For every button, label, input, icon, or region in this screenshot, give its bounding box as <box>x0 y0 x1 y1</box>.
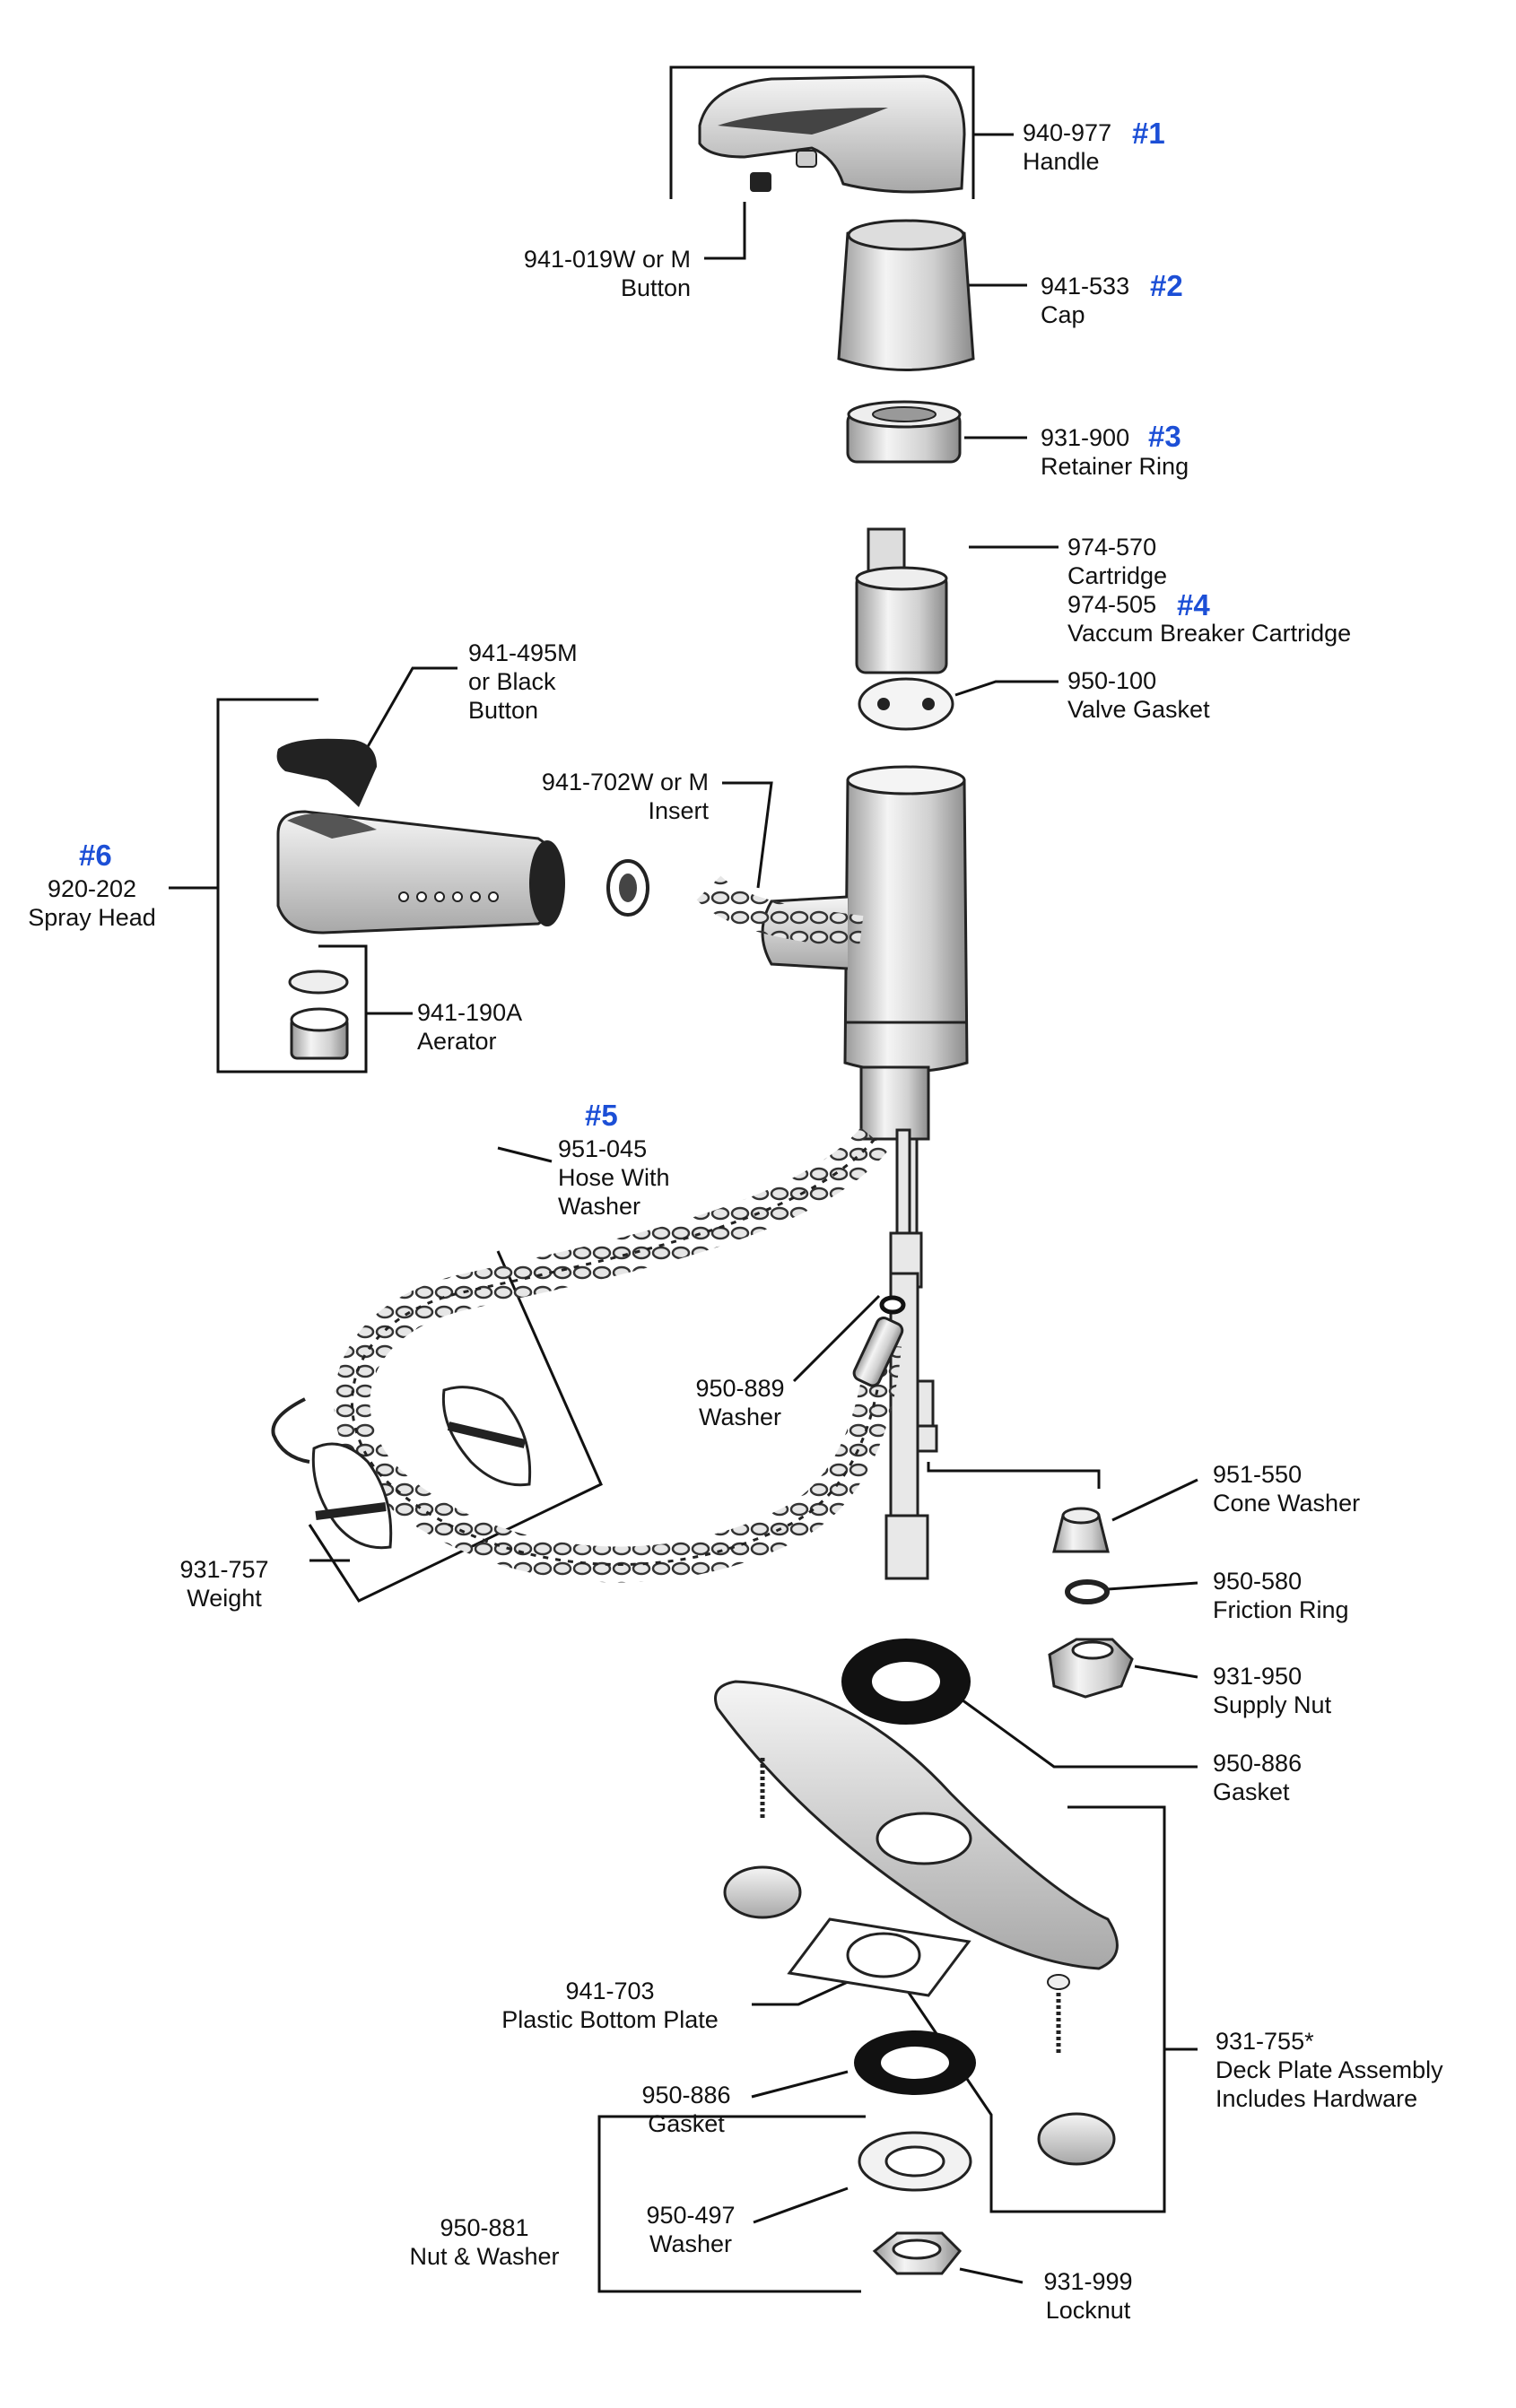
spray-button-line2: or Black <box>468 668 556 695</box>
label-weight: 931-757 Weight <box>152 1555 296 1613</box>
aerator-number: 941-190A <box>417 999 523 1026</box>
callout-2: #2 <box>1150 269 1183 302</box>
washer-bottom-number: 950-497 <box>646 2202 736 2229</box>
bottom-plate-name: Plastic Bottom Plate <box>501 2006 719 2033</box>
valve-gasket-part <box>858 677 954 731</box>
faucet-body-part <box>761 765 969 1141</box>
label-washer-bottom: 950-497 Washer <box>632 2201 749 2258</box>
weight-part <box>271 1386 532 1550</box>
label-button-top: 941-019W or M Button <box>502 245 691 302</box>
deck-plate-part <box>714 1680 1119 2054</box>
insert-name: Insert <box>648 797 709 824</box>
nut-washer-number: 950-881 <box>440 2214 529 2241</box>
cap-name: Cap <box>1041 301 1085 328</box>
spray-head-bracket <box>216 698 318 1074</box>
cone-washer-name: Cone Washer <box>1213 1490 1361 1517</box>
hose-number: 951-045 <box>558 1135 648 1162</box>
washer-bottom-name: Washer <box>649 2230 733 2257</box>
label-locknut: 931-999 Locknut <box>1030 2267 1146 2325</box>
callout-1: #1 <box>1132 117 1165 150</box>
spray-button-part <box>276 738 377 807</box>
handle-part <box>698 74 966 194</box>
cone-washer-number: 951-550 <box>1213 1461 1303 1488</box>
gasket-top-number: 950-886 <box>1213 1750 1303 1777</box>
supply-nut-part <box>1048 1638 1134 1699</box>
handle-number: 940-977 <box>1023 119 1112 146</box>
callout-5: #5 <box>585 1099 618 1132</box>
spray-button-number: 941-495M <box>468 639 578 666</box>
locknut-part <box>872 2231 963 2275</box>
cartridge-number: 974-570 <box>1067 534 1157 561</box>
gasket-bottom-name: Gasket <box>648 2110 725 2137</box>
button-top-name: Button <box>620 274 691 301</box>
cartridge-name2: Vaccum Breaker Cartridge <box>1067 620 1352 647</box>
spray-head-number: 920-202 <box>47 875 137 902</box>
label-friction-ring: 950-580 Friction Ring <box>1213 1567 1349 1624</box>
callout-4: #4 <box>1177 588 1210 622</box>
callout-3: #3 <box>1148 420 1181 453</box>
label-spray-head: 920-202 Spray Head <box>13 874 170 932</box>
handle-name: Handle <box>1023 148 1100 175</box>
callout-6: #6 <box>79 839 112 872</box>
hose-washer-number: 950-889 <box>695 1375 785 1402</box>
friction-ring-name: Friction Ring <box>1213 1596 1349 1623</box>
insert-number: 941-702W or M <box>541 769 709 795</box>
spray-button-line3: Button <box>468 697 539 724</box>
label-hose: 951-045 Hose With Washer <box>558 1134 670 1221</box>
label-valve-gasket: 950-100 Valve Gasket <box>1067 666 1210 724</box>
label-cartridge: 974-570 Cartridge 974-505 Vaccum Breaker… <box>1067 533 1351 648</box>
hose-line2: Hose With <box>558 1164 670 1191</box>
gasket-top-name: Gasket <box>1213 1778 1290 1805</box>
cartridge-number2: 974-505 <box>1067 591 1157 618</box>
label-hose-washer: 950-889 Washer <box>682 1374 798 1431</box>
gasket-bottom-part <box>854 2030 976 2095</box>
aerator-name: Aerator <box>417 1028 497 1055</box>
cartridge-part <box>855 527 948 674</box>
nut-washer-name: Nut & Washer <box>409 2243 560 2270</box>
bottom-plate-number: 941-703 <box>565 1978 655 2004</box>
label-cap: 941-533 Cap <box>1041 272 1129 329</box>
valve-gasket-name: Valve Gasket <box>1067 696 1210 723</box>
deck-plate-line3: Includes Hardware <box>1215 2085 1418 2112</box>
label-nut-washer: 950-881 Nut & Washer <box>395 2213 574 2271</box>
label-spray-button: 941-495M or Black Button <box>468 639 578 725</box>
label-gasket-top: 950-886 Gasket <box>1213 1749 1302 1806</box>
retainer-ring-number: 931-900 <box>1041 424 1130 451</box>
label-cone-washer: 951-550 Cone Washer <box>1213 1460 1360 1517</box>
supply-nut-name: Supply Nut <box>1213 1691 1332 1718</box>
label-bottom-plate: 941-703 Plastic Bottom Plate <box>480 1977 740 2034</box>
cartridge-name: Cartridge <box>1067 562 1168 589</box>
label-handle: 940-977 Handle <box>1023 118 1111 176</box>
locknut-name: Locknut <box>1045 2297 1131 2324</box>
hose-washer-name: Washer <box>698 1404 782 1430</box>
deck-plate-line2: Deck Plate Assembly <box>1215 2056 1443 2083</box>
supply-nut-number: 931-950 <box>1213 1663 1303 1690</box>
aerator-part <box>288 969 349 1060</box>
cap-number: 941-533 <box>1041 273 1130 300</box>
weight-name: Weight <box>187 1585 262 1612</box>
friction-ring-number: 950-580 <box>1213 1568 1303 1595</box>
label-deck-plate: 931-755* Deck Plate Assembly Includes Ha… <box>1215 2027 1443 2113</box>
spray-head-part <box>276 810 649 935</box>
label-gasket-bottom: 950-886 Gasket <box>628 2081 745 2138</box>
retainer-ring-name: Retainer Ring <box>1041 453 1189 480</box>
weight-number: 931-757 <box>179 1556 269 1583</box>
gasket-bottom-number: 950-886 <box>641 2082 731 2108</box>
label-insert: 941-702W or M Insert <box>502 768 709 825</box>
deck-plate-number: 931-755* <box>1215 2028 1314 2055</box>
button-top-number: 941-019W or M <box>523 246 691 273</box>
retainer-ring-part <box>846 400 962 464</box>
friction-ring-part <box>1065 1579 1110 1604</box>
spray-head-name: Spray Head <box>28 904 156 931</box>
hose-washer-part <box>879 1295 906 1315</box>
label-supply-nut: 931-950 Supply Nut <box>1213 1662 1331 1719</box>
locknut-number: 931-999 <box>1043 2268 1133 2295</box>
valve-gasket-number: 950-100 <box>1067 667 1157 694</box>
bottom-plate-part <box>787 1917 971 1997</box>
gasket-top-part <box>841 1639 971 1725</box>
hose-line3: Washer <box>558 1193 641 1220</box>
label-retainer-ring: 931-900 Retainer Ring <box>1041 423 1189 481</box>
label-aerator: 941-190A Aerator <box>417 998 522 1056</box>
